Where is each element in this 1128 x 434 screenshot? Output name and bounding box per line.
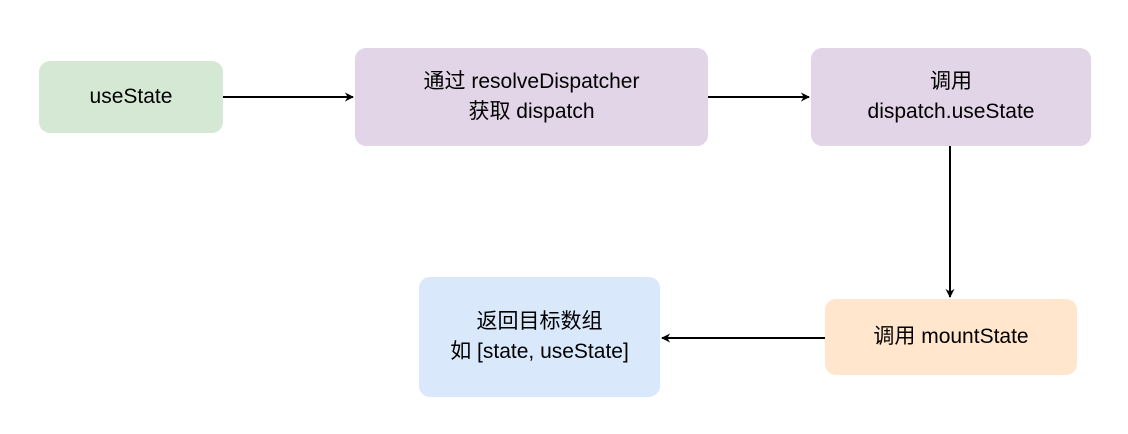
- node-dispatch-usestate: 调用 dispatch.useState: [811, 48, 1091, 146]
- node-mountstate: 调用 mountState: [825, 299, 1077, 375]
- node-return-array-label-line1: 返回目标数组: [476, 310, 603, 333]
- node-usestate: useState: [39, 61, 223, 133]
- node-return-array-label-line2: 如 [state, useState]: [450, 340, 629, 363]
- node-dispatch-usestate-label-line2: dispatch.useState: [867, 100, 1035, 123]
- node-resolve-dispatcher-label-line1: 通过 resolveDispatcher: [423, 70, 640, 93]
- node-resolve-dispatcher: 通过 resolveDispatcher 获取 dispatch: [355, 48, 708, 146]
- node-resolve-dispatcher-label-line2: 获取 dispatch: [468, 100, 595, 123]
- node-usestate-label: useState: [89, 85, 173, 108]
- node-dispatch-usestate-label-line1: 调用: [930, 70, 972, 93]
- node-return-array: 返回目标数组 如 [state, useState]: [419, 277, 660, 397]
- node-mountstate-label: 调用 mountState: [873, 325, 1029, 348]
